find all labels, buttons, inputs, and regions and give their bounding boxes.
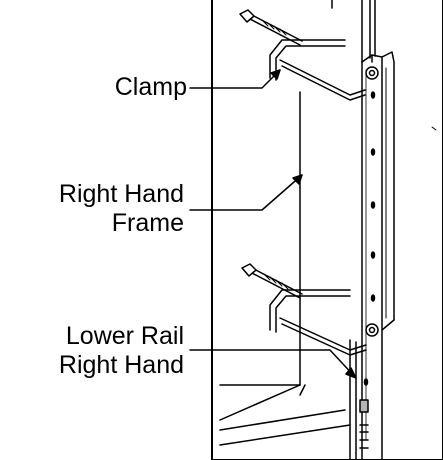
arrow-frame: [293, 175, 302, 184]
upper-clamp: [240, 10, 365, 100]
label-clamp-text: Clamp: [114, 73, 187, 101]
arrow-clamp: [271, 70, 280, 79]
leader-lower-rail: [190, 350, 356, 378]
lower-rail: [350, 340, 368, 460]
label-right-hand-frame: Right Hand Frame: [4, 180, 184, 238]
label-frame-line2: Frame: [111, 209, 184, 237]
lower-clamp: [242, 264, 366, 355]
drawing-border: [212, 0, 443, 460]
label-lower-rail-right-hand: Lower Rail Right Hand: [4, 322, 184, 380]
right-hand-frame-post: [362, 0, 375, 62]
label-rail-line2: Right Hand: [58, 351, 184, 379]
vertical-rail: [362, 52, 436, 460]
arrow-lower-rail: [346, 368, 356, 378]
label-rail-line1: Lower Rail: [65, 322, 184, 350]
leader-frame: [190, 175, 302, 210]
back-frame: [220, 0, 350, 445]
leader-lines: [190, 70, 356, 378]
label-clamp: Clamp: [82, 73, 187, 102]
label-frame-line1: Right Hand: [58, 180, 184, 208]
leader-clamp: [190, 70, 280, 88]
